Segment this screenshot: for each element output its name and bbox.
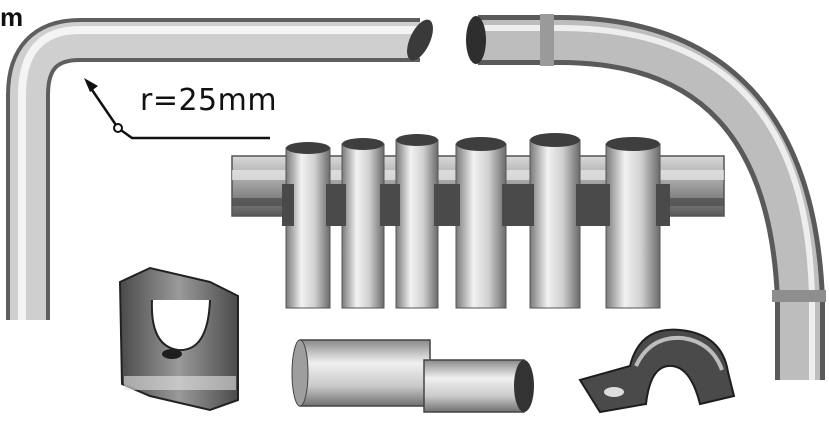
- rail-clips: [282, 184, 670, 226]
- rail-pipe: [529, 133, 581, 309]
- saddle-clip: [578, 328, 736, 414]
- radius-pointer: [84, 78, 270, 140]
- pipe-row: [285, 133, 661, 309]
- radius-label: r=25mm: [140, 83, 278, 118]
- left-elbow-pipe: [6, 18, 433, 320]
- rail-pipe: [285, 142, 331, 309]
- open-pipe-clip: [118, 266, 239, 412]
- rail-pipe: [605, 137, 661, 309]
- rail-pipe: [395, 134, 439, 309]
- corner-text-fragment: m: [0, 2, 23, 32]
- rail-pipe: [455, 137, 507, 309]
- right-elbow-pipe: [466, 14, 826, 380]
- pipe-coupling: [291, 339, 534, 413]
- rail-pipe: [341, 138, 385, 309]
